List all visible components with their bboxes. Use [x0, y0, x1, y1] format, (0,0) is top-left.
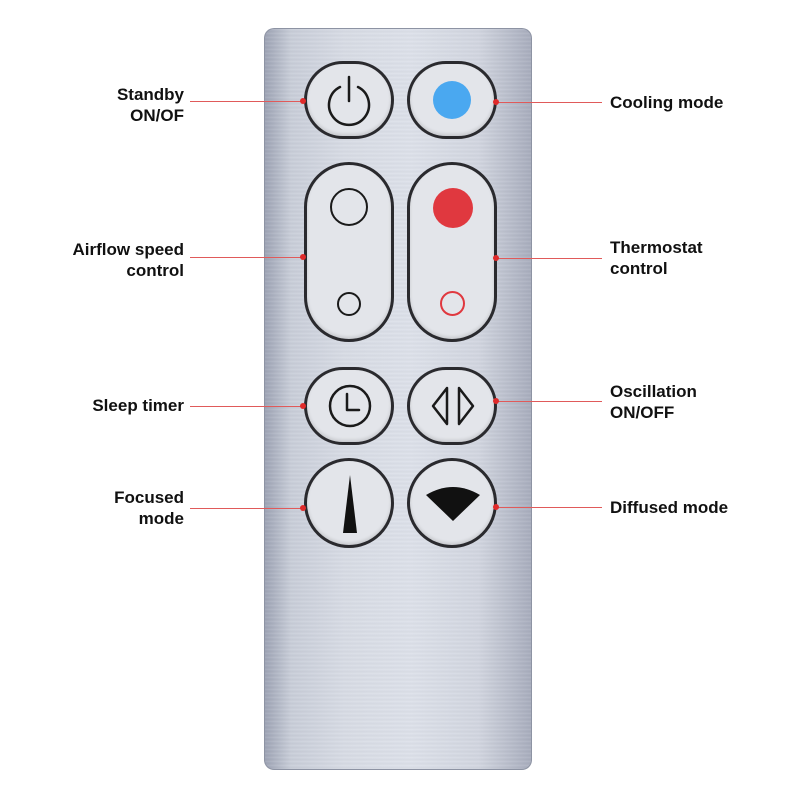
blue-dot-icon — [433, 81, 471, 119]
focused-mode-button[interactable] — [304, 458, 394, 548]
cooling-pointer-dot — [493, 99, 499, 105]
airflow-pointer-dot — [300, 254, 306, 260]
standby-pointer-dot — [300, 98, 306, 104]
sleep-timer-button[interactable] — [304, 367, 394, 445]
small-red-circle-icon — [440, 291, 465, 316]
oscillation-pointer-dot — [493, 398, 499, 404]
double-arrow-icon — [431, 386, 475, 426]
thermostat-rocker[interactable] — [407, 162, 497, 342]
focused-label: Focused mode — [114, 488, 184, 528]
airflow-down-button[interactable] — [337, 292, 367, 322]
cooling-label: Cooling mode — [610, 93, 724, 112]
cooling-leader-line — [496, 102, 602, 103]
wide-fan-icon — [426, 487, 480, 521]
oscillation-button[interactable] — [407, 367, 497, 445]
cooling-mode-button[interactable] — [407, 61, 497, 139]
sleep-timer-label: Sleep timer — [92, 396, 184, 415]
focused-leader-line — [190, 508, 304, 509]
thermostat-pointer-dot — [493, 255, 499, 261]
airflow-label: Airflow speed control — [72, 240, 184, 280]
focused-pointer-dot — [300, 505, 306, 511]
thermostat-up-button[interactable] — [433, 188, 473, 228]
airflow-up-button[interactable] — [330, 188, 370, 228]
power-icon — [327, 75, 371, 127]
airflow-speed-rocker[interactable] — [304, 162, 394, 342]
standby-leader-line — [190, 101, 304, 102]
standby-label: Standby ON/OF — [116, 85, 184, 125]
sleep-leader-line — [190, 406, 304, 407]
thermostat-leader-line — [496, 258, 602, 259]
thermostat-label: Thermostat control — [610, 238, 703, 278]
airflow-leader-line — [190, 257, 304, 258]
remote-control-body — [264, 28, 532, 770]
thermostat-down-button[interactable] — [440, 291, 470, 321]
large-circle-icon — [330, 188, 368, 226]
diffused-leader-line — [496, 507, 602, 508]
diffused-mode-button[interactable] — [407, 458, 497, 548]
clock-icon — [328, 384, 372, 428]
diffused-label: Diffused mode — [610, 498, 729, 517]
sleep-pointer-dot — [300, 403, 306, 409]
narrow-wedge-icon — [343, 475, 357, 533]
standby-button[interactable] — [304, 61, 394, 139]
oscillation-leader-line — [496, 401, 602, 402]
diffused-pointer-dot — [493, 504, 499, 510]
small-circle-icon — [337, 292, 361, 316]
oscillation-label: Oscillation ON/OFF — [610, 382, 697, 422]
